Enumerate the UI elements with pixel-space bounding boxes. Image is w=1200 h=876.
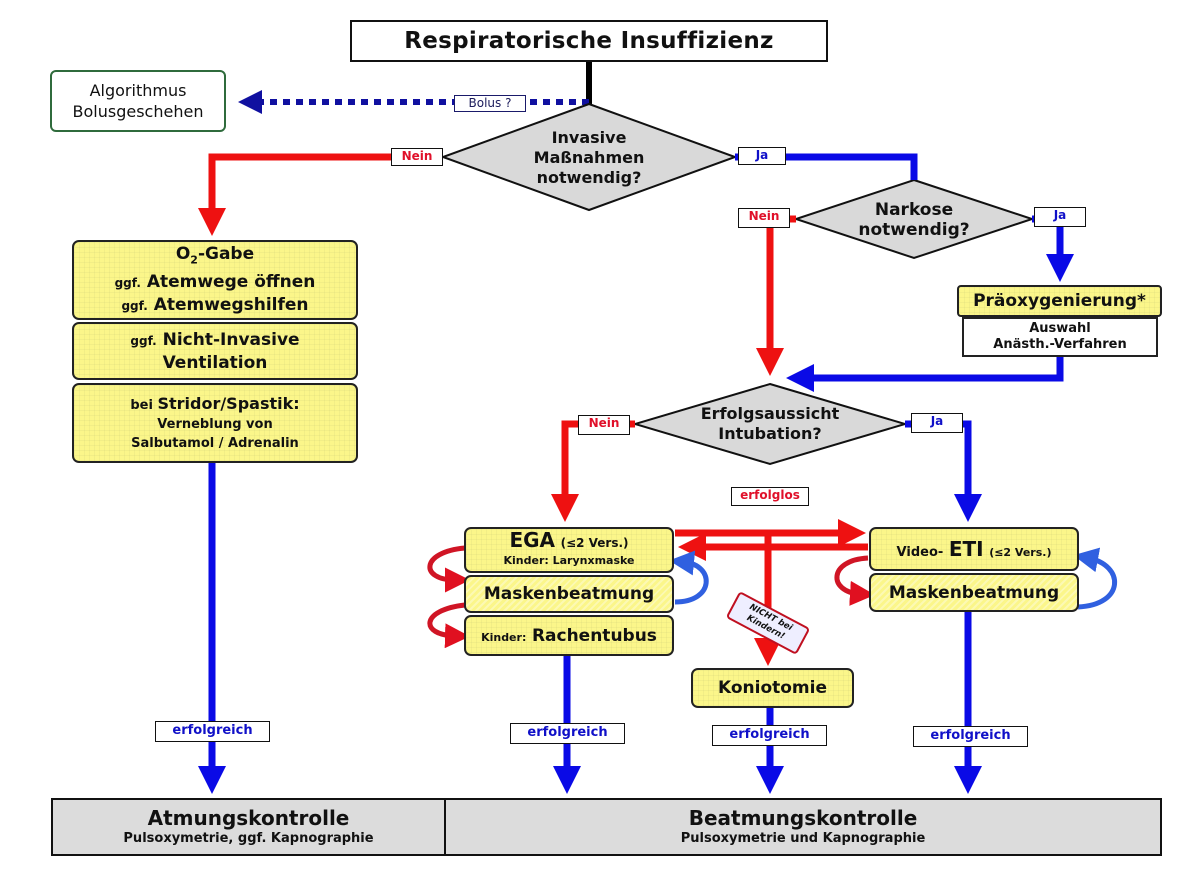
label-erfolgreich-eti: erfolgreich [913,726,1028,747]
arrow-narkose-nein [756,215,796,376]
narkose-line2: notwendig? [858,220,970,240]
decision-intubation-diamond [631,382,909,466]
ega-box[interactable]: EGA (≤2 Vers.) Kinder: Larynxmaske [464,527,674,573]
atmungskontrolle-title: Atmungskontrolle [147,806,350,830]
niv-line2: Ventilation [162,352,268,373]
label-invasive-ja: Ja [738,147,786,165]
label-invasive-nein: Nein [391,148,443,166]
loop-eti-to-masken [834,555,875,606]
ega-masken-label: Maskenbeatmung [483,584,655,604]
invasive-line1: Invasive [551,128,627,147]
o2-title: O2-Gabe [175,243,255,267]
eti-maskenbeatmung-box[interactable]: Maskenbeatmung [869,573,1079,612]
bolus-label: Bolus ? [454,95,526,112]
atmungskontrolle-sub: Pulsoxymetrie, ggf. Kapnographie [123,831,374,846]
atmungskontrolle-box[interactable]: Atmungskontrolle Pulsoxymetrie, ggf. Kap… [51,798,446,856]
rachentubus-box[interactable]: Kinder: Rachentubus [464,615,674,656]
anaesth-line2: Anästh.-Verfahren [993,337,1127,352]
o2-line3: ggf. Atemwegshilfen [121,295,309,316]
page-title: Respiratorische Insuffizienz [350,20,828,62]
label-intubation-nein: Nein [578,415,630,435]
niv-box[interactable]: ggf. Nicht-Invasive Ventilation [72,322,358,380]
arrow-intubation-nein [551,420,635,522]
algorithm-bolus-box[interactable]: Algorithmus Bolusgeschehen [50,70,226,132]
anaesth-box[interactable]: Auswahl Anästh.-Verfahren [962,317,1158,357]
ega-title: EGA (≤2 Vers.) [509,527,629,552]
decision-invasive-diamond [440,102,738,212]
loop-masken-to-ega [669,550,709,605]
ega-kinder: Kinder: Larynxmaske [503,553,635,567]
algo-line1: Algorithmus [89,81,187,100]
label-erfolgreich-left: erfolgreich [155,721,270,742]
arrow-invasive-nein [198,153,443,236]
stridor-line2: Verneblung von [157,416,273,432]
label-narkose-ja: Ja [1034,207,1086,227]
title-text: Respiratorische Insuffizienz [404,28,774,54]
o2-line2: ggf. Atemwege öffnen [114,272,316,293]
beatmungskontrolle-title: Beatmungskontrolle [688,806,918,830]
decision-intubation-text: Erfolgsaussicht Intubation? [680,404,860,444]
label-intubation-ja: Ja [911,413,963,433]
arrow-invasive-ja [735,153,918,180]
arrow-praeox-to-intubation [786,357,1064,392]
intubation-line1: Erfolgsaussicht [700,404,840,423]
loop-masken-to-eti [1073,547,1117,610]
ega-maskenbeatmung-box[interactable]: Maskenbeatmung [464,575,674,613]
arrow-intubation-ja [905,420,982,522]
narkose-line1: Narkose [874,200,954,220]
stridor-line1: bei Stridor/Spastik: [130,393,300,413]
eti-masken-label: Maskenbeatmung [888,582,1060,603]
label-erfolglos: erfolglos [731,487,809,506]
niv-line1: ggf. Nicht-Invasive [130,329,300,350]
koniotomie-box[interactable]: Koniotomie [691,668,854,708]
decision-narkose-text: Narkose notwendig? [834,200,994,240]
koniotomie-label: Koniotomie [717,678,828,698]
loop-ega-to-masken [427,545,470,593]
stridor-line3: Salbutamol / Adrenalin [131,435,299,451]
decision-narkose-diamond [792,178,1036,260]
anaesth-line1: Auswahl [1029,321,1091,336]
label-narkose-nein: Nein [738,208,790,228]
label-erfolgreich-ega: erfolgreich [510,723,625,744]
algo-line2: Bolusgeschehen [72,102,204,121]
invasive-line2: Maßnahmen [533,148,645,167]
o2-gabe-box[interactable]: O2-Gabe ggf. Atemwege öffnen ggf. Atemwe… [72,240,358,320]
praeox-title: Präoxygenierung* [973,291,1146,311]
label-erfolgreich-konio: erfolgreich [712,725,827,746]
decision-invasive-text: Invasive Maßnahmen notwendig? [509,128,669,188]
praeox-box[interactable]: Präoxygenierung* [957,285,1162,317]
eti-box[interactable]: Video- ETI (≤2 Vers.) [869,527,1079,571]
beatmungskontrolle-box[interactable]: Beatmungskontrolle Pulsoxymetrie und Kap… [444,798,1162,856]
eti-title: Video- ETI (≤2 Vers.) [896,537,1052,561]
invasive-line3: notwendig? [536,168,642,187]
loop-masken-to-rachen [427,602,470,649]
intubation-line2: Intubation? [718,424,822,443]
stridor-box[interactable]: bei Stridor/Spastik: Verneblung von Salb… [72,383,358,463]
rachentubus-label: Kinder: Rachentubus [481,625,657,646]
beatmungskontrolle-sub: Pulsoxymetrie und Kapnographie [680,831,926,846]
